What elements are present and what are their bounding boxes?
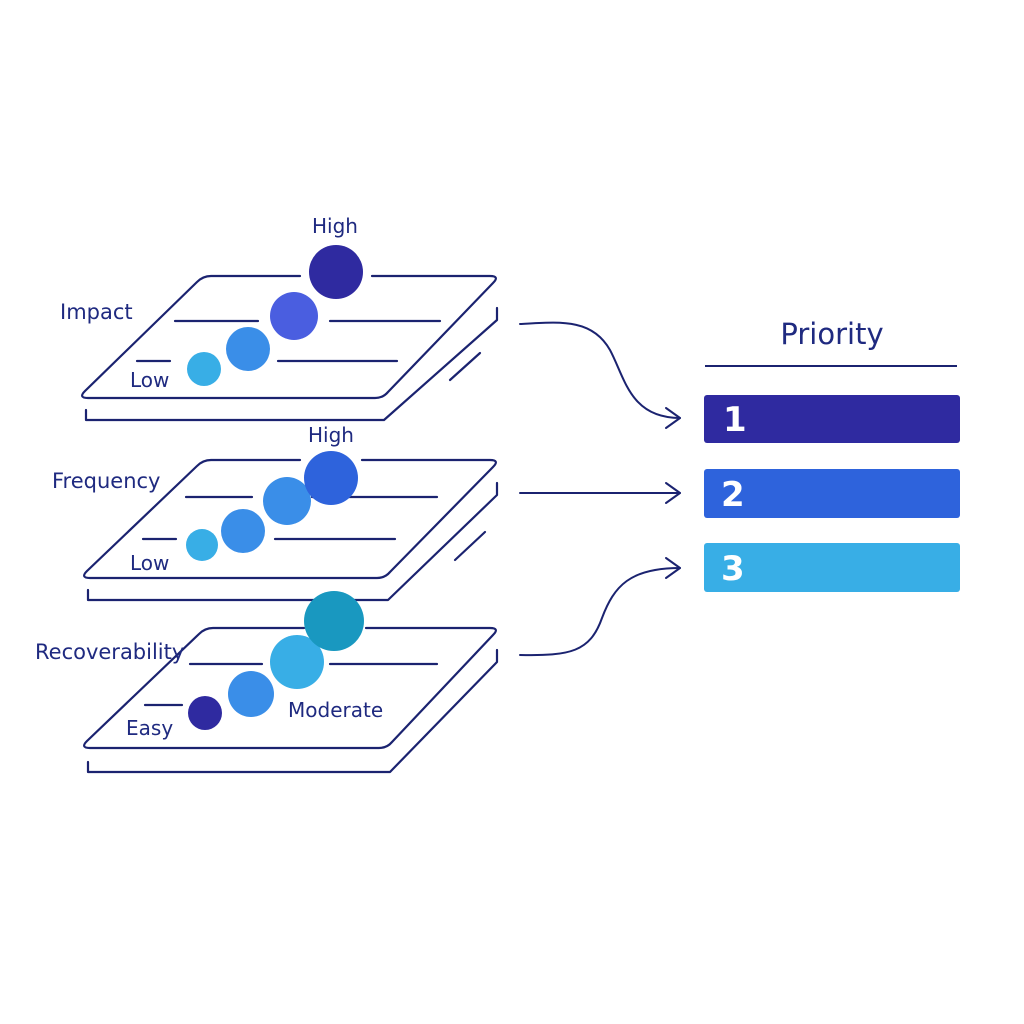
connector-arrows xyxy=(519,321,681,657)
impact-plate-front xyxy=(81,274,497,400)
frequency-plate-back xyxy=(86,481,499,602)
priority-rank-3-label: 3 xyxy=(721,549,745,589)
arrowhead-icon xyxy=(665,407,681,429)
frequency-label: Frequency xyxy=(52,469,161,493)
impact-dot-high xyxy=(309,245,363,299)
recoverability-dot-moderate xyxy=(270,635,324,689)
priority-rank-1-label: 1 xyxy=(723,400,747,440)
recoverability-layer: Recoverability Easy Moderate xyxy=(35,591,499,774)
impact-dot-mid-low xyxy=(226,327,270,371)
frequency-dot-mid-high xyxy=(263,477,311,525)
recoverability-plate-back xyxy=(86,648,499,774)
impact-low-label: Low xyxy=(130,368,169,392)
priority-panel: Priority 1 2 3 xyxy=(704,317,960,592)
impact-arrow xyxy=(519,321,681,419)
priority-rank-1-bar xyxy=(704,395,960,443)
frequency-low-label: Low xyxy=(130,551,169,575)
impact-plate-back xyxy=(84,306,499,422)
frequency-high-label: High xyxy=(308,423,354,447)
frequency-dot-mid-low xyxy=(221,509,265,553)
recoverability-easy-label: Easy xyxy=(126,716,173,740)
frequency-layer: Frequency High Low xyxy=(52,423,499,602)
priority-rank-2-bar xyxy=(704,469,960,518)
recoverability-plate-front xyxy=(83,626,497,750)
frequency-dot-low xyxy=(186,529,218,561)
impact-guide-line xyxy=(448,351,482,382)
recoverability-dot-easy xyxy=(188,696,222,730)
frequency-dot-high xyxy=(304,451,358,505)
frequency-plate-front xyxy=(83,458,497,580)
impact-high-label: High xyxy=(312,214,358,238)
arrowhead-icon xyxy=(665,482,681,504)
recoverability-arrow xyxy=(519,567,681,657)
recoverability-dot-high xyxy=(304,591,364,651)
impact-dot-low xyxy=(187,352,221,386)
priority-title: Priority xyxy=(780,317,883,351)
impact-label: Impact xyxy=(60,300,133,324)
recoverability-dot-mid-low xyxy=(228,671,274,717)
recoverability-label: Recoverability xyxy=(35,640,184,664)
recoverability-moderate-label: Moderate xyxy=(288,698,383,722)
frequency-guide-line xyxy=(453,530,487,562)
priority-rank-2-label: 2 xyxy=(721,475,745,515)
impact-dot-mid-high xyxy=(270,292,318,340)
arrowhead-icon xyxy=(665,557,681,579)
priority-rank-3-bar xyxy=(704,543,960,592)
impact-layer: Impact High Low xyxy=(60,214,499,422)
